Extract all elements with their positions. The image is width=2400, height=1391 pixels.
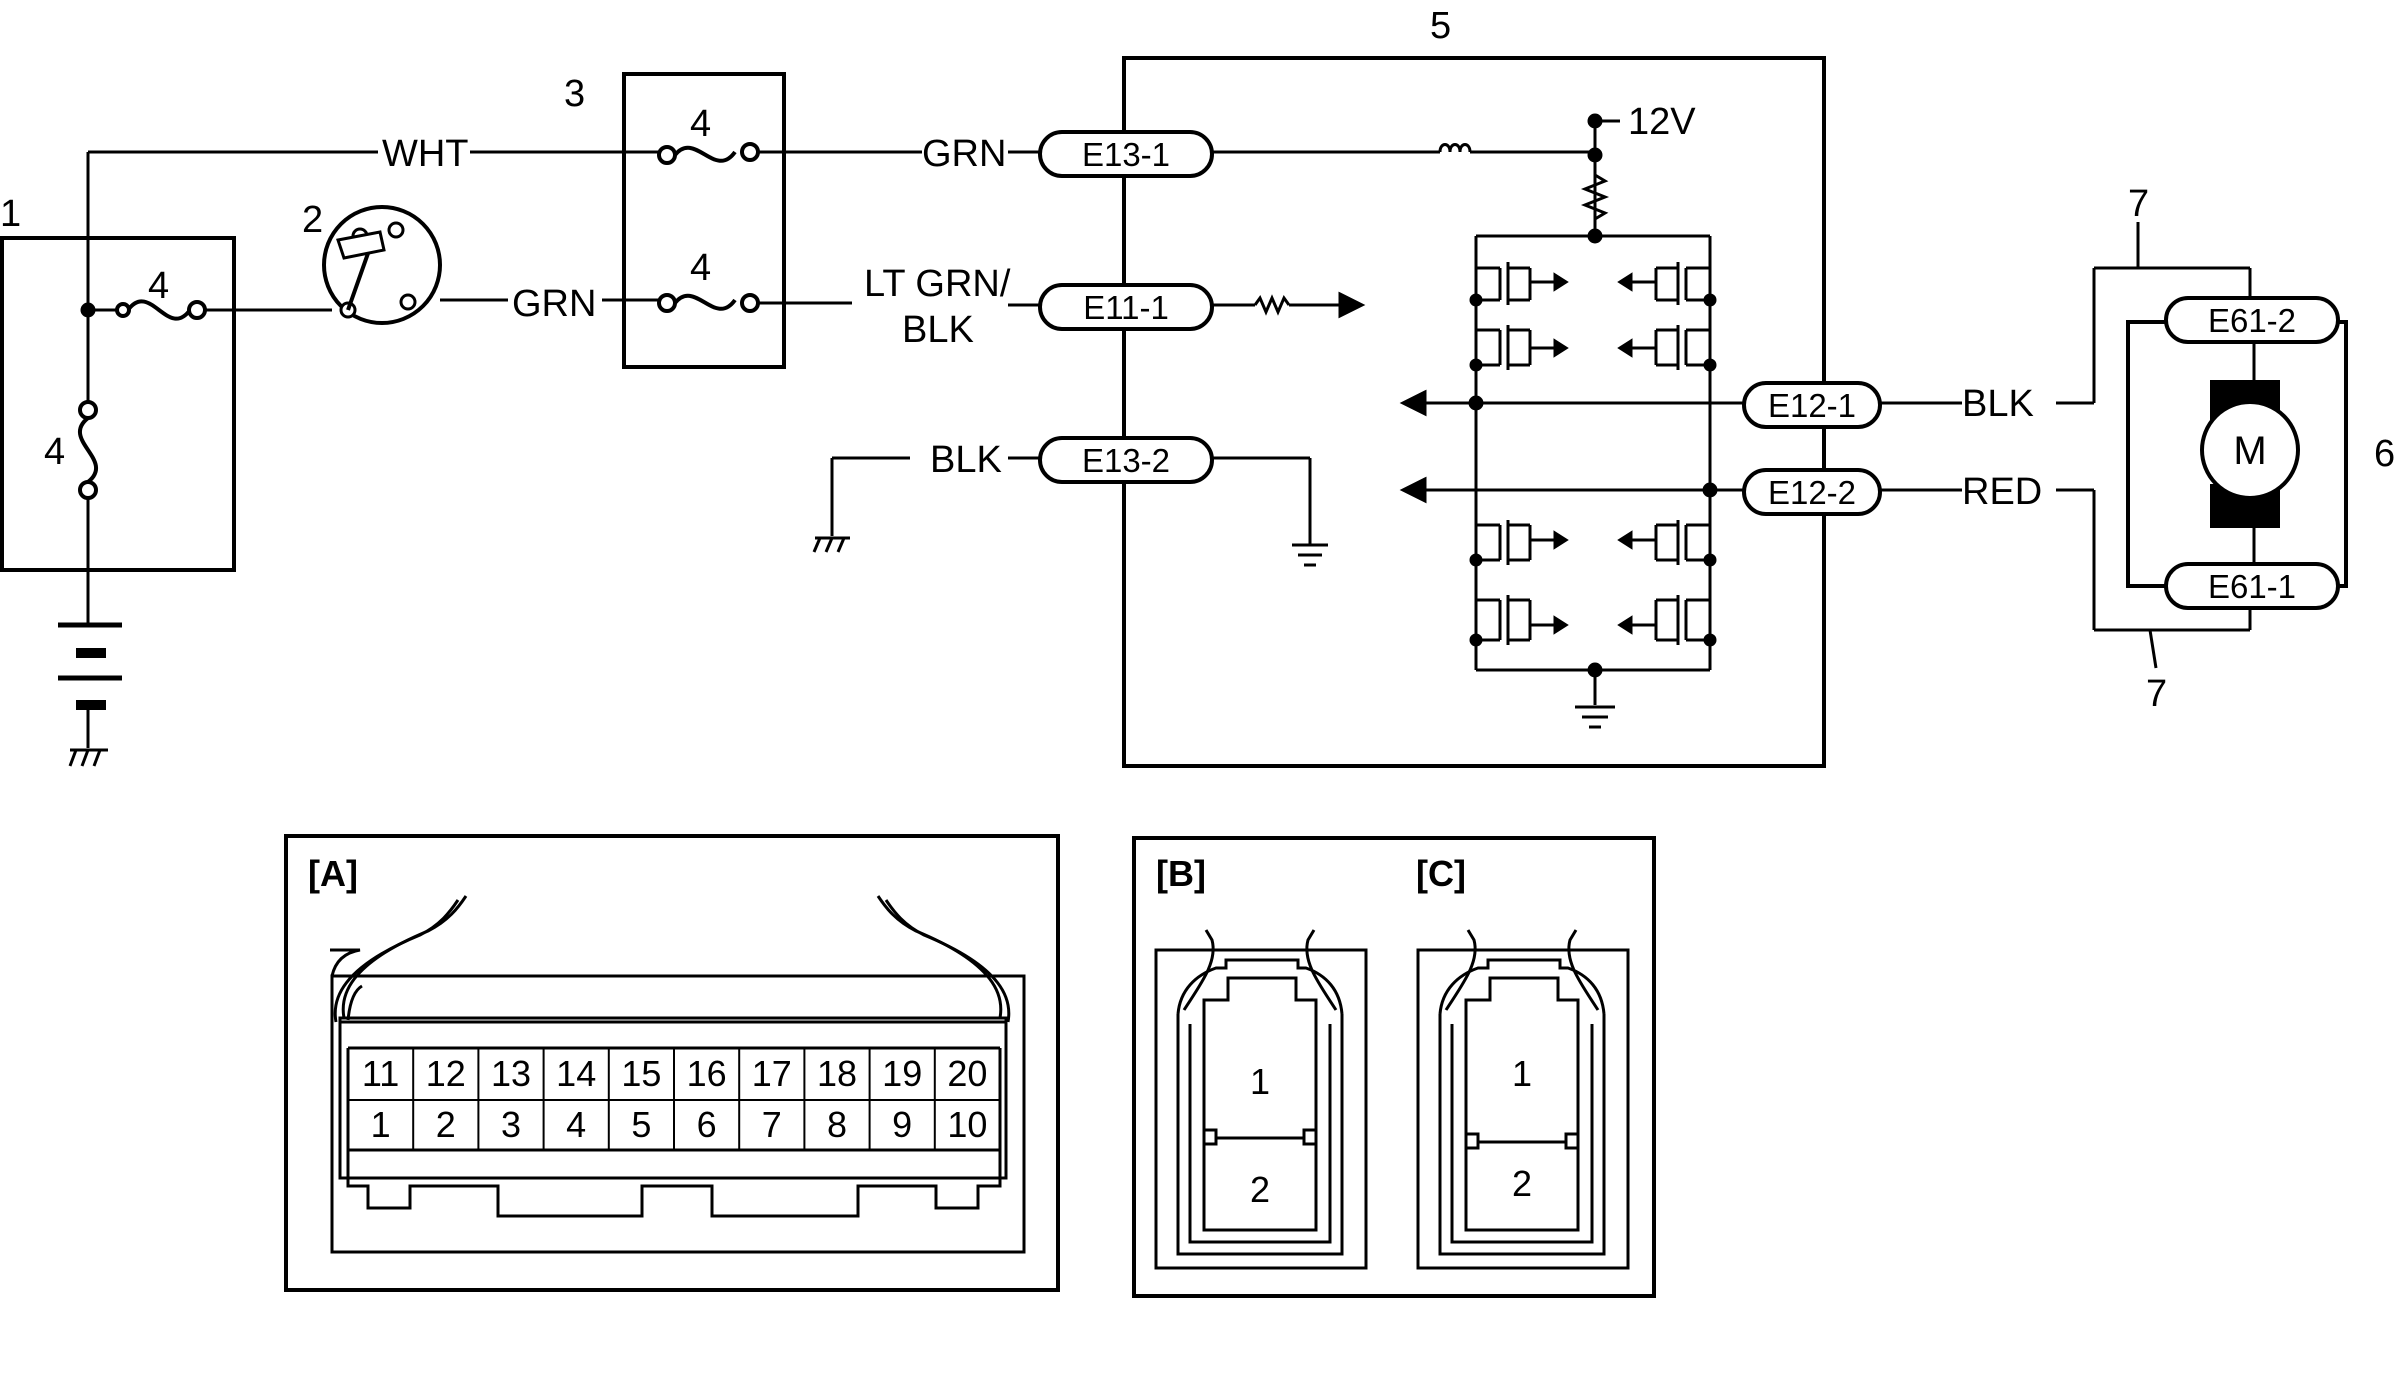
callout-7-top: 7 xyxy=(2128,183,2149,225)
connector-label-e13-2: E13-2 xyxy=(1082,442,1170,479)
connector-view-c-title: [C] xyxy=(1416,853,1466,894)
connector-a-pin-bottom: 5 xyxy=(631,1104,651,1145)
wire-label-lt-grn-line1: LT GRN/ xyxy=(864,263,1011,305)
supply-voltage-label: 12V xyxy=(1628,101,1696,143)
connector-view-a-title: [A] xyxy=(308,853,358,894)
connector-view-b-title: [B] xyxy=(1156,853,1206,894)
connector-views-bc-frame xyxy=(1132,836,1656,1298)
connector-a-pin-top: 13 xyxy=(491,1053,531,1094)
connector-e13-1 xyxy=(1038,130,1214,178)
callout-3: 3 xyxy=(564,73,585,115)
callout-4-top-fuse: 4 xyxy=(690,103,711,145)
connector-a-pin-top: 19 xyxy=(882,1053,922,1094)
connector-a-pin-top: 11 xyxy=(362,1053,399,1094)
connector-a-pin-top: 12 xyxy=(426,1053,466,1094)
connector-b-pin-1: 1 xyxy=(1250,1061,1270,1102)
connector-a-pin-top: 17 xyxy=(752,1053,792,1094)
fuse-box-3 xyxy=(622,72,786,369)
wire-label-blk-ground: BLK xyxy=(930,439,1002,481)
wire-label-red-motor: RED xyxy=(1962,471,2042,513)
motor-controller-5 xyxy=(1122,56,1826,768)
fuse-box-1 xyxy=(0,236,236,572)
callout-2: 2 xyxy=(302,199,323,241)
callout-5: 5 xyxy=(1430,5,1451,47)
connector-c-pin-1: 1 xyxy=(1512,1053,1532,1094)
connector-e13-2 xyxy=(1038,436,1214,484)
callout-7-bottom: 7 xyxy=(2146,673,2167,715)
connector-label-e61-1: E61-1 xyxy=(2208,568,2296,605)
connector-a-pin-bottom: 2 xyxy=(436,1104,456,1145)
connector-a-pin-top: 14 xyxy=(556,1053,596,1094)
connector-a-pin-top: 20 xyxy=(947,1053,987,1094)
connector-c-pin-2: 2 xyxy=(1512,1163,1532,1204)
connector-e11-1 xyxy=(1038,283,1214,331)
motor-label: M xyxy=(2233,429,2266,473)
connector-view-c xyxy=(1416,929,1630,1270)
connector-label-e12-2: E12-2 xyxy=(1768,474,1856,511)
wire-label-wht: WHT xyxy=(382,133,469,175)
connector-e12-2 xyxy=(1742,468,1882,516)
connector-view-a xyxy=(284,834,1060,1292)
wire-label-grn-switch: GRN xyxy=(512,283,596,325)
connector-a-pin-bottom: 7 xyxy=(762,1104,782,1145)
connector-a-pin-bottom: 1 xyxy=(371,1104,391,1145)
connector-label-e11-1: E11-1 xyxy=(1083,289,1169,326)
wire-label-lt-grn-line2: BLK xyxy=(902,309,974,351)
connector-a-pin-bottom: 9 xyxy=(892,1104,912,1145)
motor-symbol xyxy=(2200,400,2300,500)
connector-a-pin-bottom: 8 xyxy=(827,1104,847,1145)
callout-1: 1 xyxy=(0,193,21,235)
connector-a-pin-bottom: 3 xyxy=(501,1104,521,1145)
connector-a-pin-bottom: 4 xyxy=(566,1104,586,1145)
connector-a-pin-top: 18 xyxy=(817,1053,857,1094)
connector-view-b xyxy=(1154,929,1368,1270)
wire-label-grn-top: GRN xyxy=(922,133,1006,175)
callout-6: 6 xyxy=(2374,433,2395,475)
mosfet-group-left xyxy=(1469,262,1569,647)
ignition-switch xyxy=(322,205,442,325)
connector-label-e13-1: E13-1 xyxy=(1082,136,1170,173)
connector-e12-1 xyxy=(1742,381,1882,429)
callout-4-mid-fuse: 4 xyxy=(690,247,711,289)
connector-a-pin-bottom: 6 xyxy=(697,1104,717,1145)
connector-label-e12-1: E12-1 xyxy=(1768,387,1856,424)
connector-b-pin-2: 2 xyxy=(1250,1169,1270,1210)
connector-a-pin-top: 16 xyxy=(687,1053,727,1094)
wire-label-blk-motor: BLK xyxy=(1962,383,2034,425)
connector-e61-1 xyxy=(2164,562,2340,610)
callout-4-vertical-fuse: 4 xyxy=(44,431,65,473)
connector-e61-2 xyxy=(2164,296,2340,344)
mosfet-group-right xyxy=(1617,262,1717,647)
connector-label-e61-2: E61-2 xyxy=(2208,302,2296,339)
connector-a-pin-top: 15 xyxy=(621,1053,661,1094)
connector-a-pin-bottom: 10 xyxy=(947,1104,987,1145)
callout-4-box1-fuse: 4 xyxy=(148,265,169,307)
